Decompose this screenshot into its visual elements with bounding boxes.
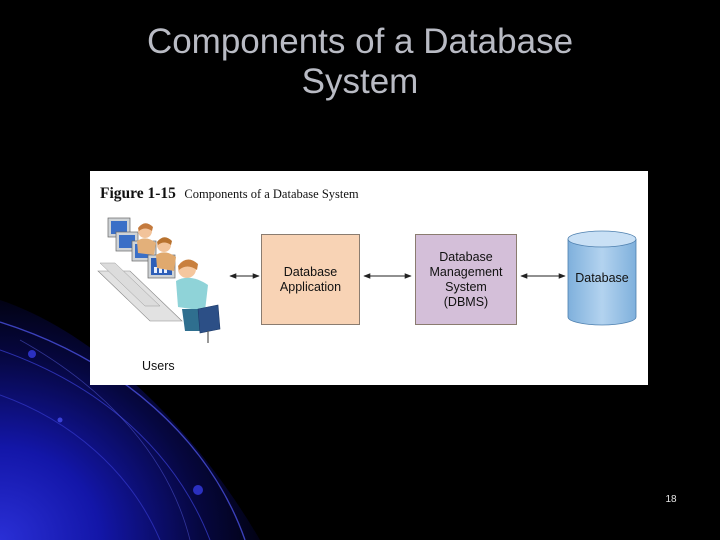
users-illustration — [97, 217, 221, 343]
dbms-label-line: Database — [439, 249, 493, 264]
users-label: Users — [142, 359, 175, 373]
dbms-box: Database Management System (DBMS) — [415, 234, 517, 325]
slide-title-line-2: System — [301, 62, 419, 101]
figure-image: Figure 1-15 Components of a Database Sys… — [90, 171, 648, 385]
dbms-label-line: (DBMS) — [443, 294, 489, 309]
dbms-label-line: System — [445, 279, 487, 294]
application-label-line: Application — [279, 279, 342, 294]
slide-title-line-1: Components of a Database — [146, 22, 574, 61]
dbms-label-line: Management — [429, 264, 503, 279]
figure-diagram — [97, 217, 637, 343]
user-person-icon — [137, 223, 156, 255]
database-label: Database — [575, 271, 629, 285]
user-person-icon — [156, 237, 176, 271]
figure-caption: Components of a Database System — [184, 187, 359, 201]
figure-heading: Figure 1-15 Components of a Database Sys… — [100, 185, 359, 203]
database-application-box: Database Application — [261, 234, 360, 325]
slide-title: Components of a Database System — [60, 22, 660, 102]
figure-number: Figure 1-15 — [100, 185, 176, 202]
page-number: 18 — [665, 494, 677, 505]
database-cylinder-icon — [567, 230, 637, 326]
application-label-line: Database — [283, 264, 338, 279]
